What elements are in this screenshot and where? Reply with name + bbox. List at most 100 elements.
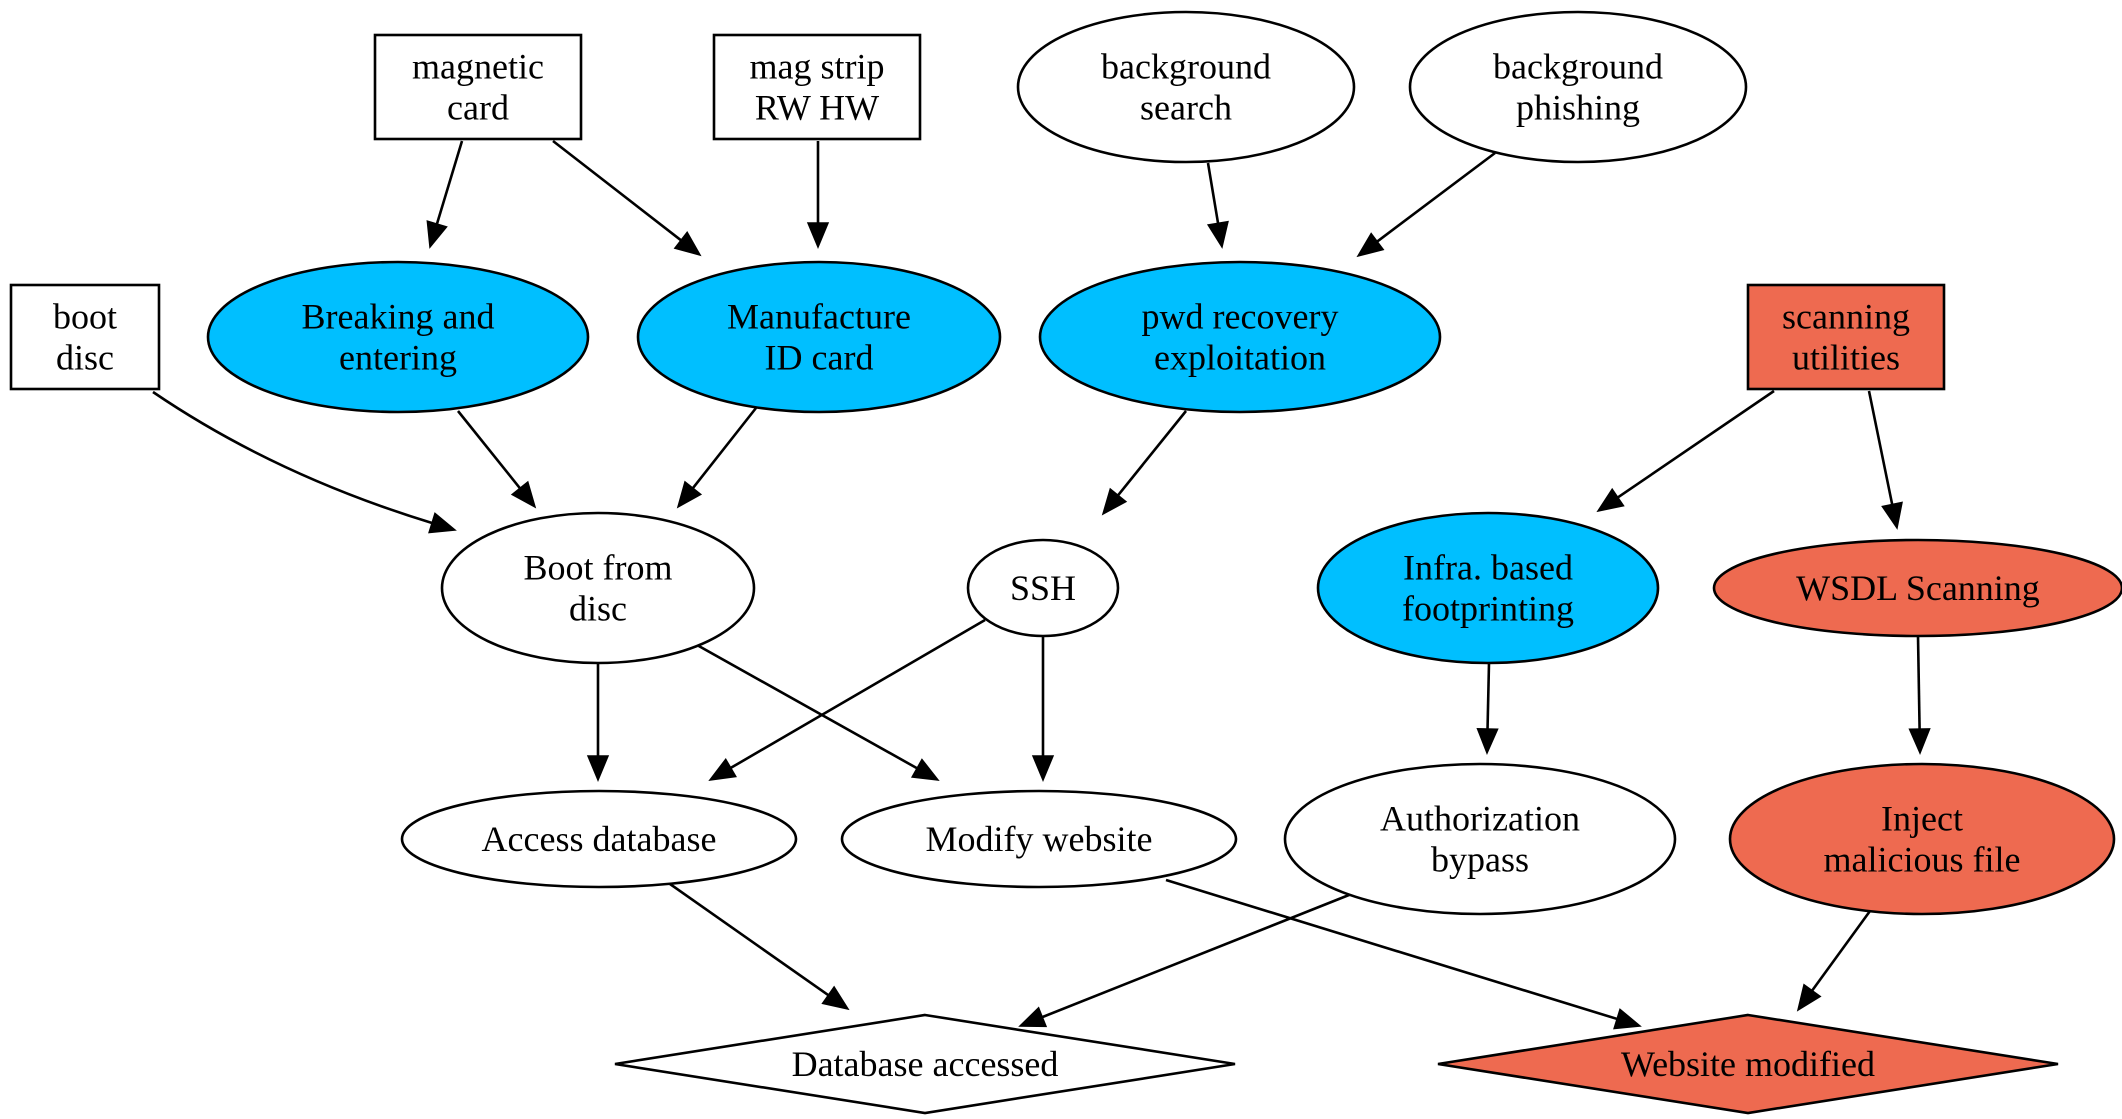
node-label: RW HW	[755, 88, 879, 128]
edge-infra-based-footprinting-to-authorization-bypass	[1476, 662, 1499, 755]
node-label: disc	[569, 589, 627, 629]
node-shape	[840, 789, 1238, 889]
node-label: magnetic	[412, 47, 544, 87]
edge-inject-malicious-file-to-website-modified	[1796, 910, 1872, 1012]
edge-line	[1117, 410, 1188, 497]
node-shape	[400, 789, 798, 889]
node-label: background	[1493, 47, 1663, 87]
node-label: entering	[339, 338, 457, 378]
node-ssh: SSH	[966, 538, 1120, 638]
node-label: disc	[56, 338, 114, 378]
arrowhead	[821, 985, 850, 1011]
node-shape	[1316, 511, 1660, 665]
node-label: Inject	[1881, 799, 1963, 839]
node-label: Website modified	[1621, 1044, 1875, 1084]
node-label: utilities	[1792, 338, 1900, 378]
node-shape	[966, 538, 1120, 638]
node-shape	[1746, 283, 1946, 391]
edge-line	[1376, 151, 1496, 243]
node-shape	[1408, 10, 1748, 164]
edge-line	[456, 410, 521, 490]
edge-line	[552, 139, 682, 242]
node-label: Authorization	[1380, 799, 1580, 839]
arrowhead	[1031, 755, 1055, 782]
node-label: pwd recovery	[1142, 297, 1339, 337]
edge-authorization-bypass-to-database-accessed	[1018, 891, 1355, 1028]
edges-layer	[152, 139, 1931, 1030]
edge-line	[669, 882, 830, 997]
node-label: Breaking and	[302, 297, 495, 337]
edge-ssh-to-access-database	[708, 618, 986, 781]
edge-line	[1617, 389, 1775, 499]
node-shape	[1016, 10, 1356, 164]
edge-modify-website-to-website-modified	[1165, 878, 1642, 1030]
arrowhead	[1101, 487, 1128, 516]
edge-line	[1206, 162, 1220, 224]
node-label: boot	[53, 297, 117, 337]
arrowhead	[1206, 220, 1229, 249]
arrowhead	[806, 222, 830, 249]
edge-line	[1165, 878, 1618, 1021]
node-wsdl-scanning: WSDL Scanning	[1712, 538, 2122, 638]
node-label: Infra. based	[1403, 548, 1573, 588]
node-label: Access database	[482, 819, 717, 859]
node-label: background	[1101, 47, 1271, 87]
edge-line	[1811, 910, 1872, 992]
node-label: Modify website	[926, 819, 1153, 859]
node-database-accessed: Database accessed	[614, 1013, 1236, 1115]
node-shape	[1712, 538, 2122, 638]
node-label: scanning	[1782, 297, 1910, 337]
arrowhead	[676, 480, 703, 509]
edge-magnetic-card-to-manufacture-id-card	[552, 139, 702, 257]
node-modify-website: Modify website	[840, 789, 1238, 889]
arrowhead	[510, 480, 537, 509]
arrowhead	[910, 758, 940, 781]
edge-line	[1867, 390, 1894, 505]
node-shape	[373, 33, 583, 141]
node-label: card	[447, 88, 509, 128]
arrowhead	[1018, 1006, 1048, 1028]
edge-mag-strip-rw-hw-to-manufacture-id-card	[806, 141, 830, 249]
edge-line	[696, 643, 918, 770]
edge-line	[435, 140, 464, 225]
node-shape	[1283, 762, 1677, 916]
edge-access-database-to-database-accessed	[669, 882, 850, 1011]
arrowhead	[1356, 232, 1385, 258]
edge-background-search-to-pwd-recovery-exploitation	[1206, 162, 1229, 249]
arrowhead	[426, 220, 448, 249]
node-label: search	[1140, 88, 1232, 128]
node-shape	[1728, 762, 2116, 916]
edge-wsdl-scanning-to-inject-malicious-file	[1908, 635, 1931, 755]
edge-boot-from-disc-to-access-database	[586, 663, 610, 782]
arrowhead	[428, 512, 457, 534]
edge-line	[1041, 891, 1355, 1019]
edge-line	[691, 407, 758, 489]
edge-line	[730, 618, 986, 770]
edge-breaking-and-entering-to-boot-from-disc	[456, 410, 537, 509]
node-label: WSDL Scanning	[1796, 568, 2040, 608]
node-shape	[712, 33, 922, 141]
node-label: bypass	[1431, 840, 1529, 880]
edge-boot-from-disc-to-modify-website	[696, 643, 940, 781]
node-label: malicious file	[1824, 840, 2021, 880]
edge-scanning-utilities-to-wsdl-scanning	[1867, 390, 1903, 530]
arrowhead	[1796, 983, 1822, 1012]
edge-line	[1916, 635, 1921, 730]
edge-line	[152, 390, 433, 525]
arrowhead	[673, 231, 702, 257]
node-label: exploitation	[1154, 338, 1326, 378]
node-shape	[9, 283, 161, 391]
